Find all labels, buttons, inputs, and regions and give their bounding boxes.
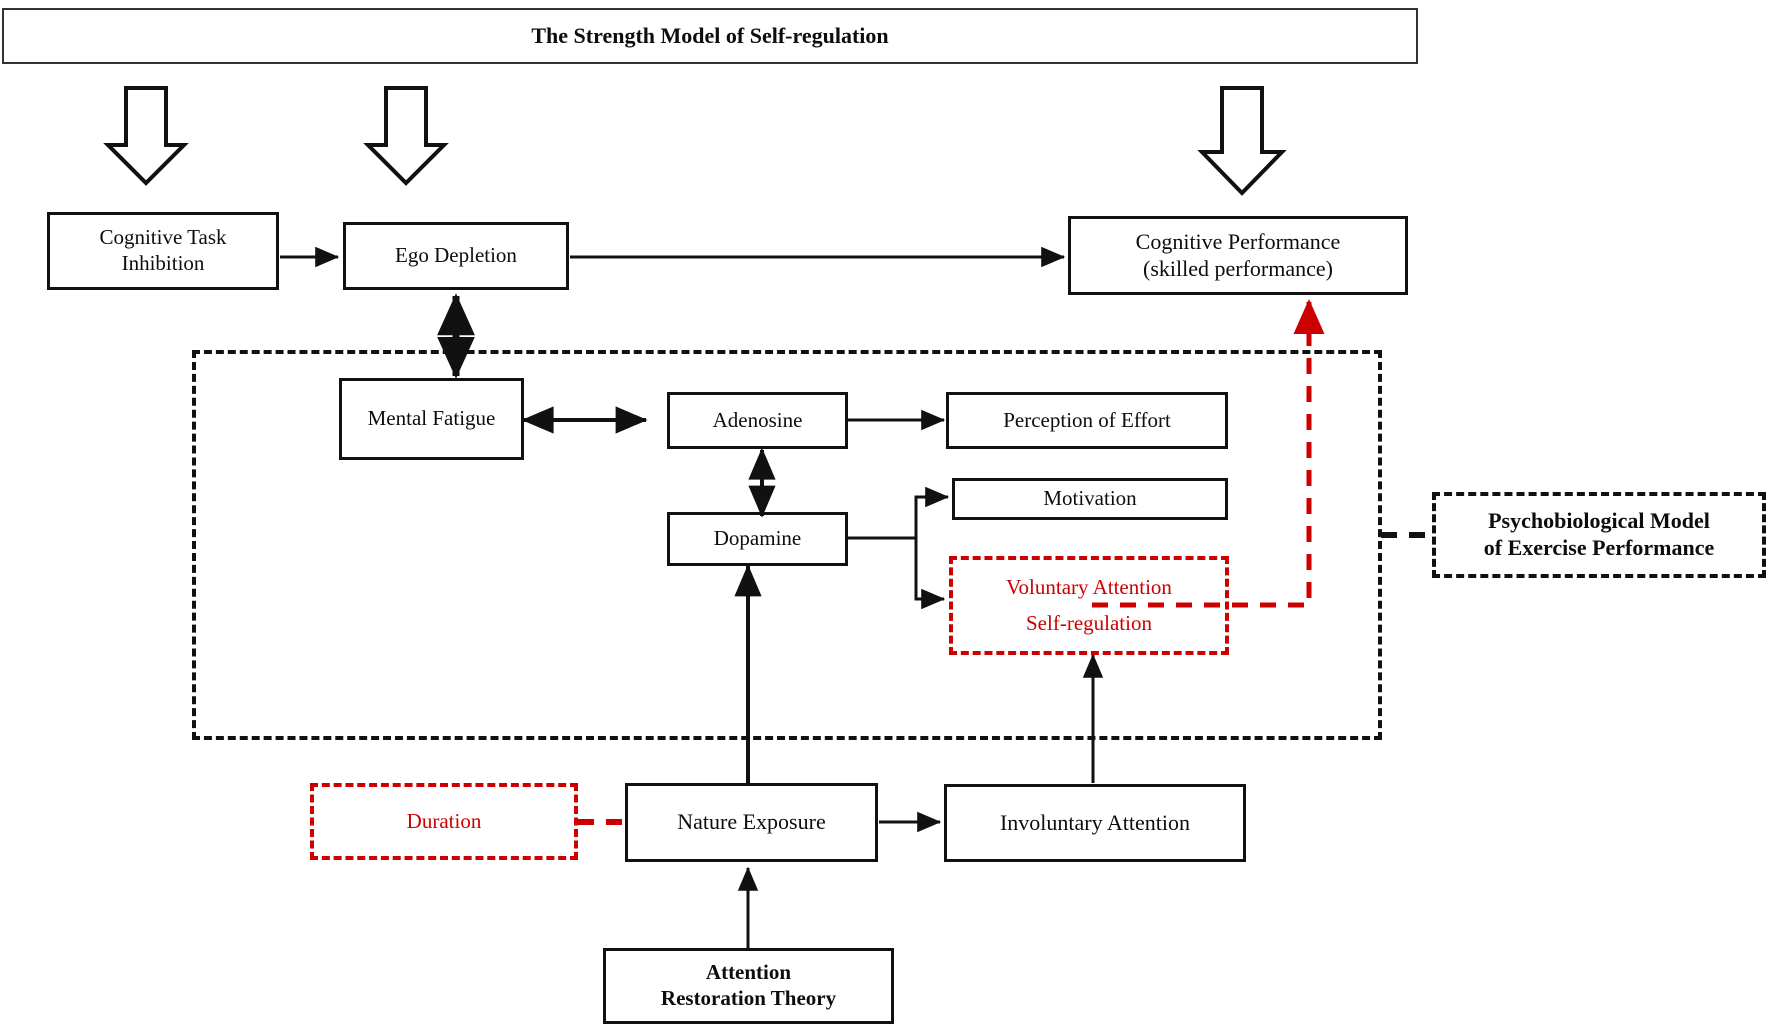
diagram-title-box: The Strength Model of Self-regulation <box>2 8 1418 64</box>
hollow-arrow-cognitive-performance <box>1197 86 1287 196</box>
cognitive-performance-line1: Cognitive Performance <box>1135 228 1341 254</box>
duration-label: Duration <box>406 808 482 833</box>
dopamine-label: Dopamine <box>713 526 802 551</box>
cognitive-task-inhibition-line2: Inhibition <box>121 251 205 275</box>
cognitive-performance-line2: (skilled performance) <box>1143 255 1333 281</box>
diagram-title: The Strength Model of Self-regulation <box>531 22 889 48</box>
psychobiological-region-boundary <box>192 350 1382 740</box>
hollow-arrow-cognitive-task-inhibition <box>103 86 189 186</box>
node-mental-fatigue[interactable]: Mental Fatigue <box>339 378 524 460</box>
node-perception-of-effort[interactable]: Perception of Effort <box>946 392 1228 449</box>
voluntary-attention-line1: Voluntary Attention <box>1006 574 1172 599</box>
node-cognitive-task-inhibition[interactable]: Cognitive Task Inhibition <box>47 212 279 290</box>
nature-exposure-label: Nature Exposure <box>677 809 826 835</box>
adenosine-label: Adenosine <box>712 407 803 432</box>
ego-depletion-label: Ego Depletion <box>395 243 517 268</box>
node-voluntary-attention-self-regulation[interactable]: Voluntary Attention Self-regulation <box>949 556 1229 655</box>
node-motivation[interactable]: Motivation <box>952 478 1228 520</box>
edge-dopamine-to-voluntary-attention <box>914 538 946 610</box>
motivation-label: Motivation <box>1043 486 1137 511</box>
psychobiological-model-line2: of Exercise Performance <box>1483 535 1715 560</box>
node-duration[interactable]: Duration <box>310 783 578 860</box>
voluntary-attention-line2: Self-regulation <box>1026 610 1152 635</box>
node-attention-restoration-theory[interactable]: Attention Restoration Theory <box>603 948 894 1024</box>
node-psychobiological-model[interactable]: Psychobiological Model of Exercise Perfo… <box>1432 492 1766 578</box>
node-dopamine[interactable]: Dopamine <box>667 512 848 566</box>
attention-restoration-theory-line2: Restoration Theory <box>660 986 837 1010</box>
node-cognitive-performance[interactable]: Cognitive Performance (skilled performan… <box>1068 216 1408 295</box>
edge-dopamine-to-motivation <box>914 486 950 538</box>
involuntary-attention-label: Involuntary Attention <box>999 809 1191 835</box>
psychobiological-model-line1: Psychobiological Model <box>1488 508 1710 534</box>
hollow-arrow-ego-depletion <box>363 86 449 186</box>
node-adenosine[interactable]: Adenosine <box>667 392 848 449</box>
attention-restoration-theory-line1: Attention <box>705 960 792 985</box>
mental-fatigue-label: Mental Fatigue <box>367 406 496 431</box>
node-nature-exposure[interactable]: Nature Exposure <box>625 783 878 862</box>
cognitive-task-inhibition-line1: Cognitive Task <box>99 225 227 250</box>
node-involuntary-attention[interactable]: Involuntary Attention <box>944 784 1246 862</box>
node-ego-depletion[interactable]: Ego Depletion <box>343 222 569 290</box>
perception-of-effort-label: Perception of Effort <box>1003 407 1171 432</box>
